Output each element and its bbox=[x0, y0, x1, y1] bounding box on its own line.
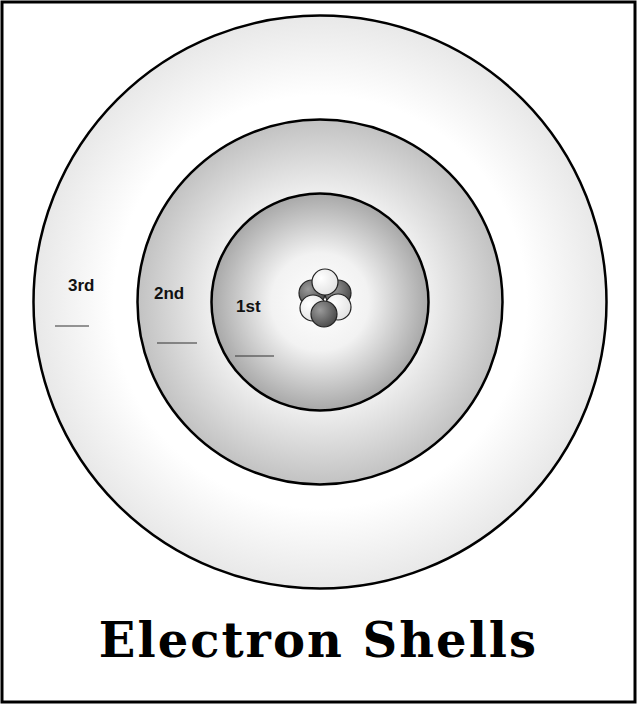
diagram-title: Electron Shells bbox=[0, 612, 637, 670]
shell-label: 3rd bbox=[68, 276, 94, 296]
proton-ball bbox=[312, 269, 338, 295]
shell-label: 2nd bbox=[154, 284, 184, 304]
third-shell: 3rd 2nd 1st bbox=[32, 14, 608, 590]
first-shell: 1st bbox=[210, 192, 430, 412]
neutron-ball bbox=[311, 301, 337, 327]
blank-line bbox=[55, 325, 89, 326]
shell-label: 1st bbox=[236, 297, 261, 317]
shell-circle bbox=[34, 16, 607, 589]
blank-line bbox=[235, 355, 274, 356]
shell-circle bbox=[212, 194, 429, 411]
nucleus bbox=[299, 269, 351, 327]
shell-circle bbox=[138, 120, 503, 485]
blank-line bbox=[157, 342, 197, 343]
second-shell: 2nd 1st bbox=[136, 118, 504, 486]
